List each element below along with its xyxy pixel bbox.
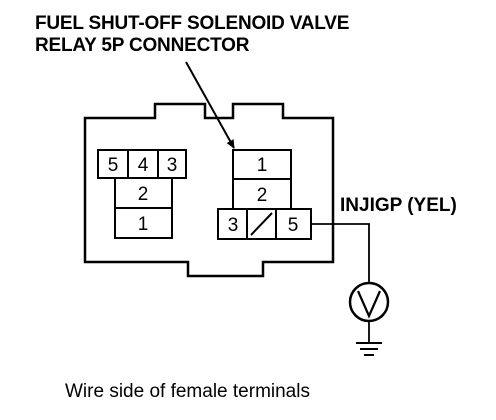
unused-cavity-slash — [250, 212, 273, 236]
diagram-title: FUEL SHUT-OFF SOLENOID VALVE RELAY 5P CO… — [35, 13, 349, 57]
pin-4-label: 4 — [138, 155, 149, 176]
ground-icon — [356, 342, 382, 356]
diagram-caption: Wire side of female terminals — [65, 381, 310, 402]
pin-2-label-right: 2 — [257, 185, 268, 206]
pin-5-label-right: 5 — [288, 215, 299, 236]
leader-arrow — [185, 61, 235, 149]
injigp-wire — [311, 223, 370, 283]
pin-5-label: 5 — [108, 155, 119, 176]
pin-1-label: 1 — [138, 214, 149, 235]
title-line-1: FUEL SHUT-OFF SOLENOID VALVE — [35, 13, 350, 34]
connector-housing — [83, 102, 335, 278]
pin-3-label: 3 — [167, 155, 178, 176]
pin-1-label-right: 1 — [257, 155, 268, 176]
pin-3-label-right: 3 — [228, 215, 239, 236]
title-line-2: RELAY 5P CONNECTOR — [35, 35, 250, 56]
wire-label: INJIGP (YEL) — [340, 195, 457, 216]
voltmeter-icon — [348, 281, 390, 323]
left-bottom-cavity — [114, 207, 173, 239]
pin-2-label: 2 — [138, 184, 149, 205]
